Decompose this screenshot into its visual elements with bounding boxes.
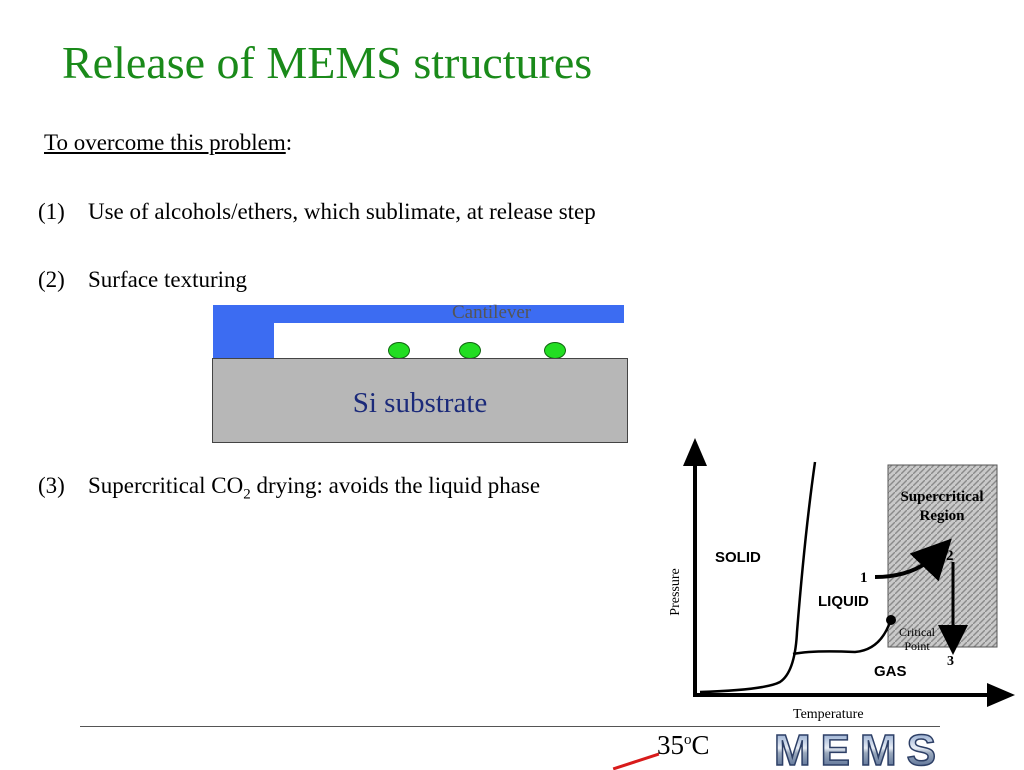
intro-link[interactable]: To overcome this problem [44,130,286,155]
gas-label: GAS [874,663,907,680]
temp-degree: o [684,732,692,748]
subscript: 2 [243,486,251,503]
step-2-label: 2 [946,548,954,564]
item-number: (1) [38,199,65,224]
intro-colon: : [285,130,293,155]
temp-value: 35 [657,730,684,760]
list-item: (3) Supercritical CO2 drying: avoids the … [38,473,540,504]
temp-unit: C [691,730,710,760]
texture-bump [544,342,566,359]
critical-label-1: Critical [899,625,936,639]
item-text: Use of alcohols/ethers, which sublimate,… [88,199,596,224]
cantilever-label: Cantilever [452,302,532,323]
cantilever-anchor [213,323,274,359]
item-number: (2) [38,267,65,292]
region-label-2: Region [920,508,966,524]
red-stroke [612,752,660,770]
region-label-1: Supercritical [900,489,983,505]
footer-divider [80,726,940,727]
liquid-gas-curve [792,621,892,656]
solid-boundary-curve [699,461,817,694]
slide-title: Release of MEMS structures [62,37,593,88]
step-1-label: 1 [860,570,868,586]
step-3-label: 3 [947,654,954,669]
mems-logo-text: MEMS [774,730,946,768]
list-item: (1) Use of alcohols/ethers, which sublima… [38,199,596,225]
substrate-label: Si substrate [352,387,488,419]
temperature-label: 35oC [657,730,710,761]
x-axis-label: Temperature [793,707,864,722]
texture-bump [388,342,410,359]
y-axis-arrow [683,438,707,466]
item-text: Surface texturing [88,267,248,292]
solid-label: SOLID [715,549,761,566]
liquid-label: LIQUID [818,593,869,610]
mems-logo: MEMS [773,730,946,768]
y-axis-label: Pressure [668,568,683,615]
path-arrow-1-2 [874,538,952,582]
critical-label-2: Point [904,639,930,653]
item-text-rest: drying: avoids the liquid phase [250,473,541,498]
x-axis-arrow [987,683,1015,707]
cantilever-beam [213,305,624,323]
si-substrate: Si substrate [212,358,628,443]
critical-point [886,615,896,625]
phase-diagram: Supercritical Region SOLID LIQUID GAS Cr… [668,438,1015,722]
item-number: (3) [38,473,65,498]
texture-bump [459,342,481,359]
intro-line: To overcome this problem: [44,130,292,156]
list-item: (2) Surface texturing [38,267,247,293]
item-text: Supercritical CO [88,473,244,498]
